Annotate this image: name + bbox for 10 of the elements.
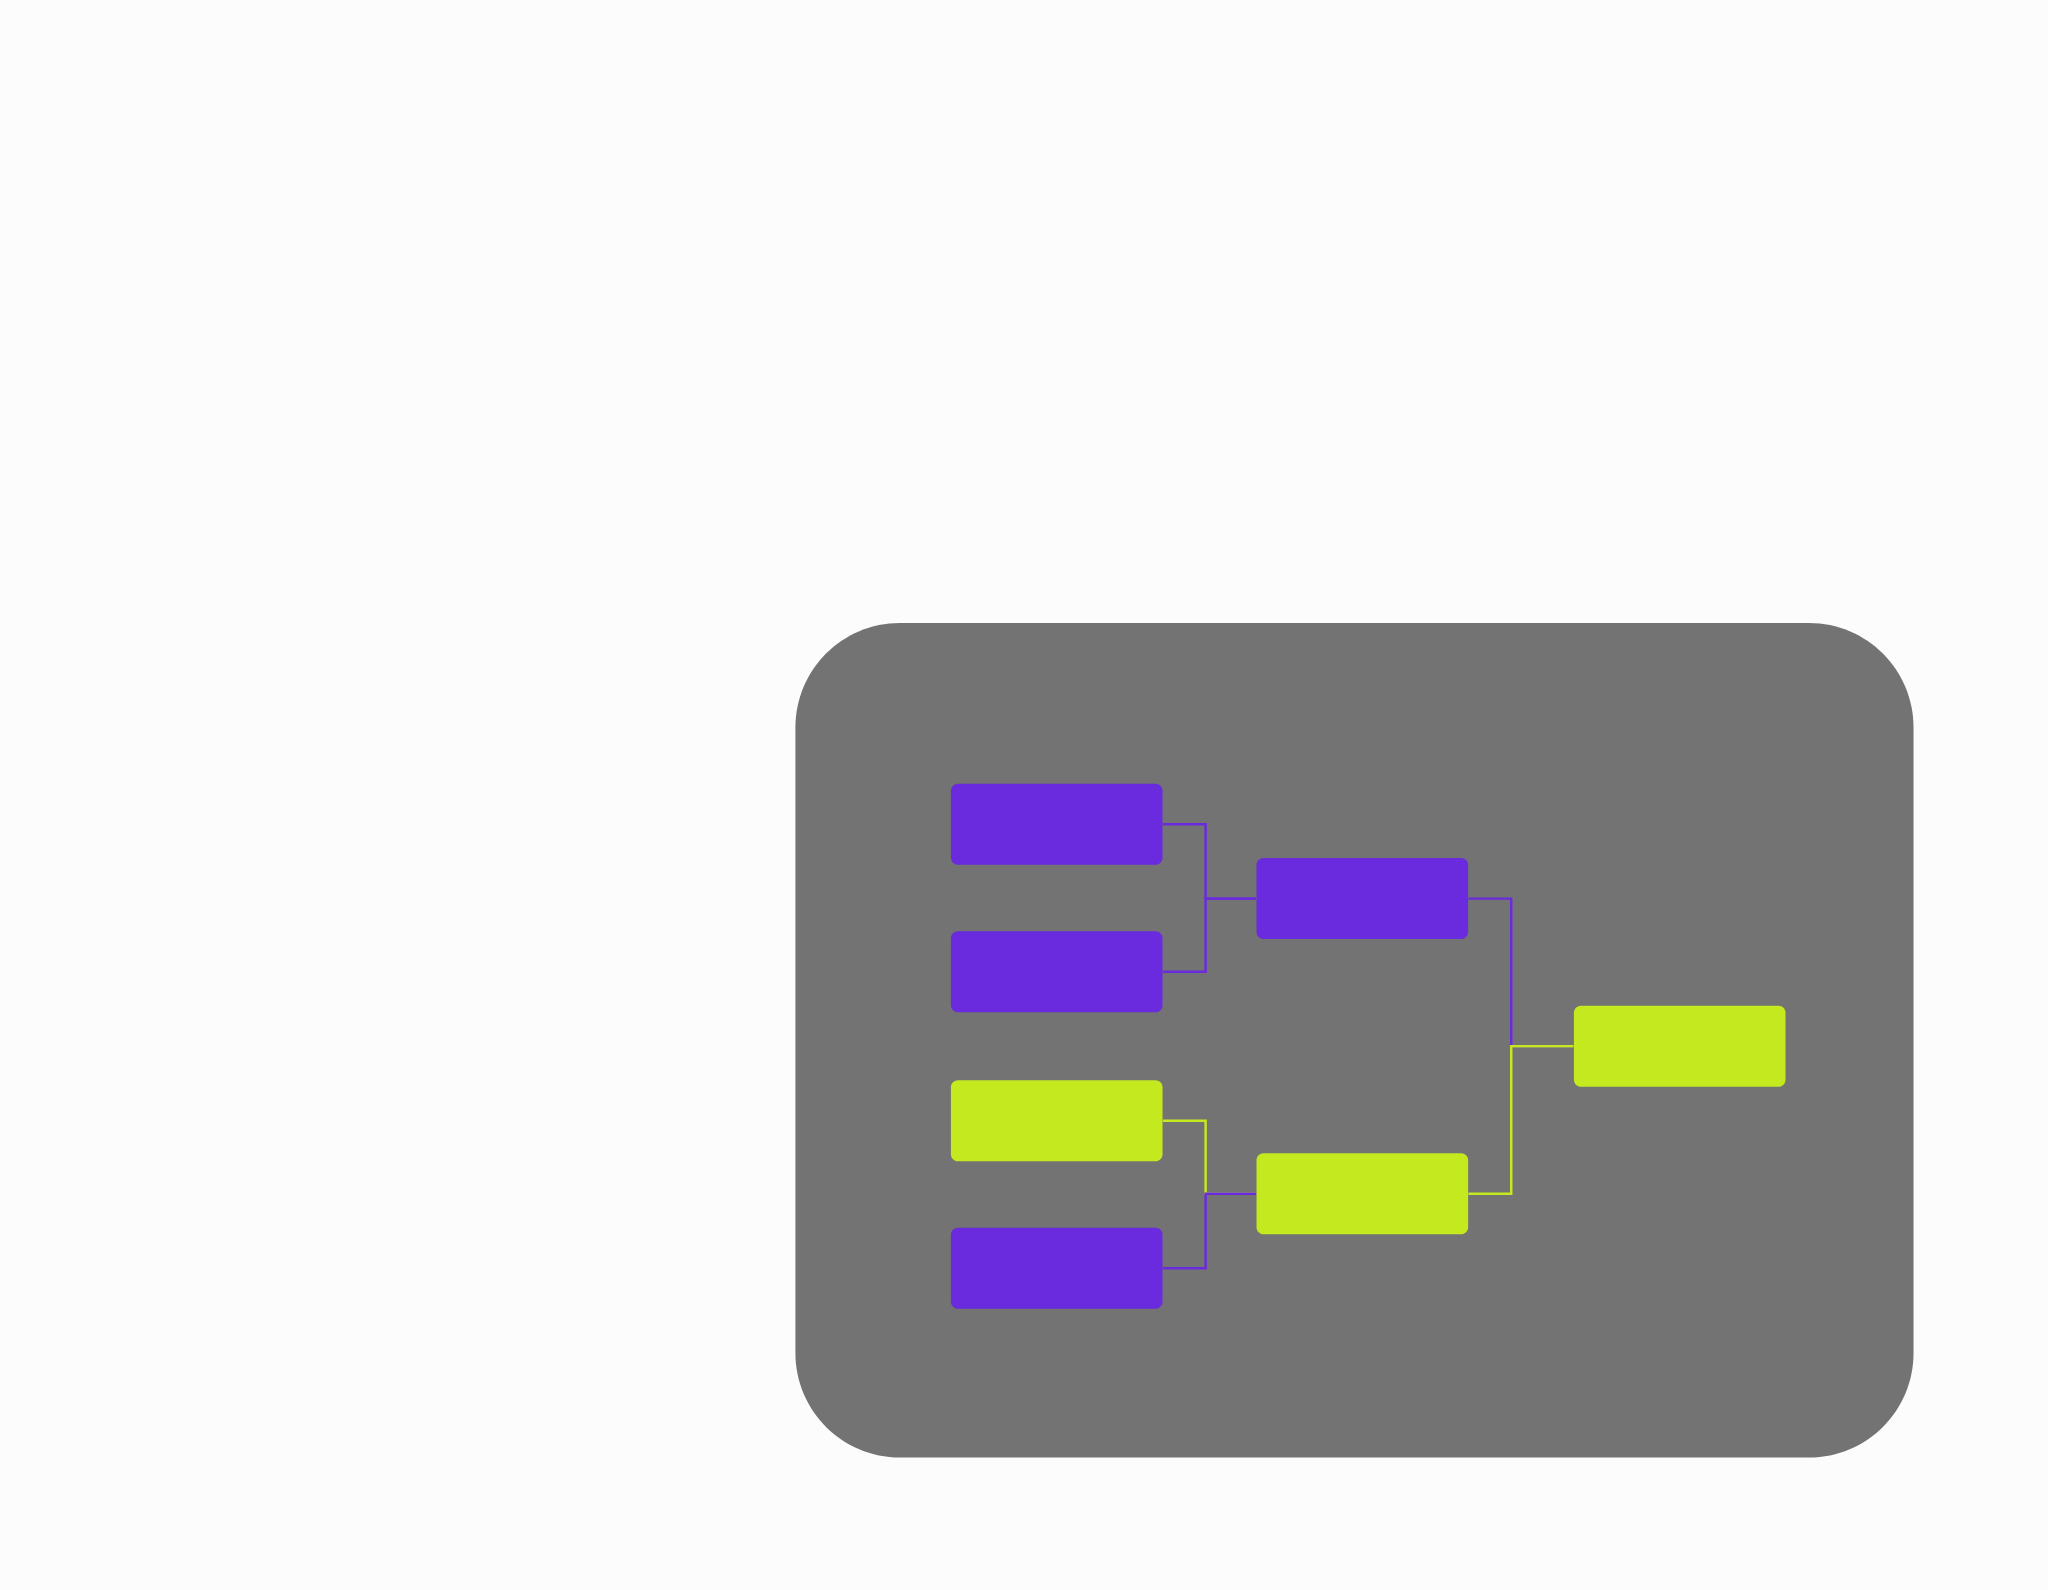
bracket-box [950,1080,1163,1162]
bracket-box [950,783,1163,865]
bracket-box [950,1227,1163,1309]
connector-line [1162,1192,1257,1270]
bracket-box [1256,1153,1469,1235]
bracket-box [1256,858,1469,940]
bracket-box [1573,1005,1786,1087]
bracket-box [950,931,1163,1013]
connector-line [1162,897,1257,974]
connector-line [1468,1045,1574,1196]
